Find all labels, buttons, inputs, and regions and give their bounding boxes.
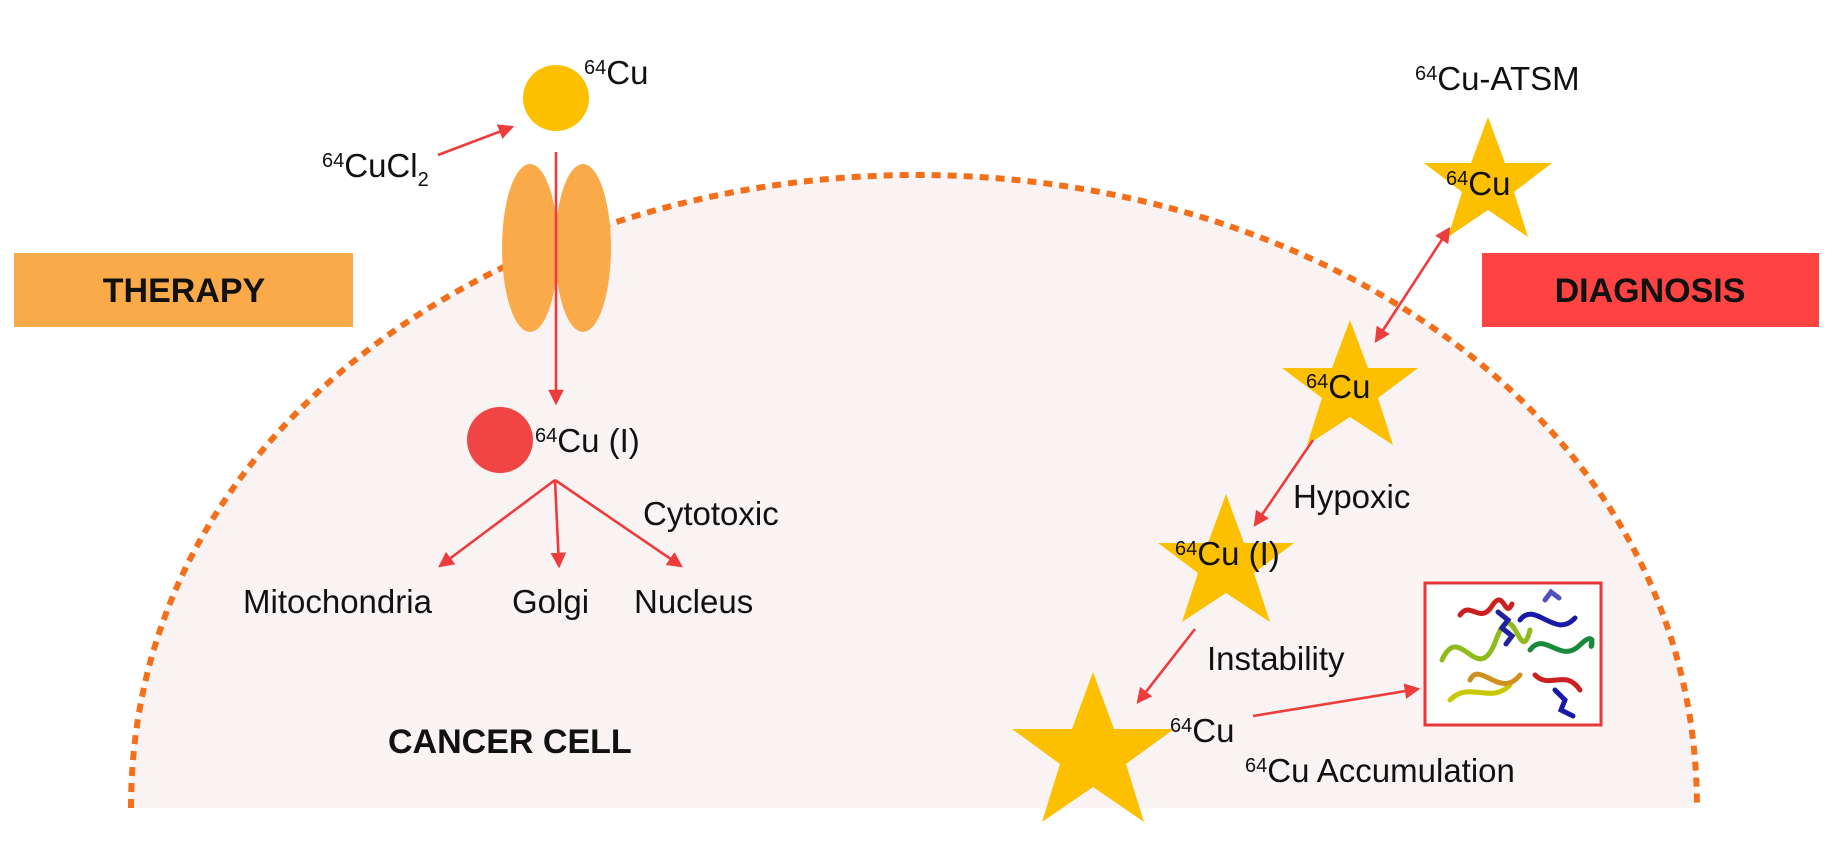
diagnosis-badge: DIAGNOSIS [1482,253,1819,327]
cu-atsm-label: 64Cu-ATSM [1415,60,1580,97]
cu1-label: 64Cu (I) [535,422,640,459]
therapy-badge-label: THERAPY [103,272,266,310]
diagnosis-badge-label: DIAGNOSIS [1555,272,1746,310]
star3-label: 64Cu (I) [1175,535,1280,572]
cucl2-arrow [437,124,515,157]
cytotoxic-label: Cytotoxic [643,495,779,532]
cucl2-label: 64CuCl2 [322,147,429,191]
accumulation-label: 64Cu Accumulation [1245,752,1515,789]
cell-membrane [128,171,1700,809]
golgi-label: Golgi [512,583,589,620]
protein-structure-image [1423,581,1603,727]
mitochondria-label: Mitochondria [243,583,433,620]
intracellular-star: 64Cu [1282,320,1418,445]
exchange-arrow [1374,226,1451,343]
cu-atsm-star: 64Cu [1424,117,1552,237]
dissociation-arrow [1136,628,1197,704]
cu-top-label: 64Cu [584,54,648,91]
cu-final-label: 64Cu [1170,712,1234,749]
arrow-to-mitochondria [438,478,556,568]
cell-body [131,175,1697,808]
copper-transporter [502,164,611,332]
star1-label: 64Cu [1446,165,1510,202]
arrow-to-golgi [550,479,567,569]
reduced-star: 64Cu (I) [1158,494,1294,622]
hypoxic-label: Hypoxic [1293,478,1410,515]
cu1-circle [467,407,533,473]
binding-arrow [1252,683,1421,718]
arrow-to-nucleus [554,478,683,568]
copper-ion-circle [523,65,589,131]
instability-label: Instability [1207,640,1345,677]
star2-label: 64Cu [1306,368,1370,405]
nucleus-label: Nucleus [634,583,753,620]
cancer-cell-label: CANCER CELL [388,723,632,761]
trapped-copper-star [1012,672,1174,822]
therapy-badge: THERAPY [14,253,353,327]
reduction-arrow [1253,439,1315,527]
